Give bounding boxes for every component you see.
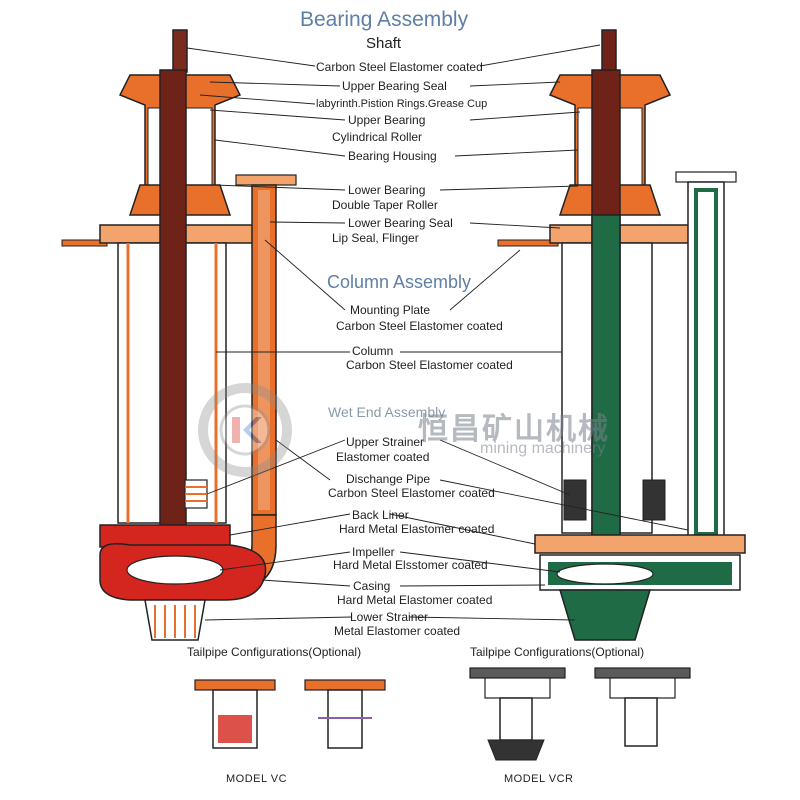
tailpipe-vc-2 <box>304 679 386 749</box>
watermark-english: mining machinery <box>480 440 606 457</box>
label-back-liner: Back Liner <box>352 508 409 522</box>
bearing-assembly-title: Bearing Assembly <box>300 8 469 31</box>
model-vc-label: MODEL VC <box>226 773 288 785</box>
tailpipe-vc-1 <box>194 679 276 749</box>
left-discharge-pipe <box>251 184 277 516</box>
label-shaft-material: Carbon Steel Elastomer coated <box>316 60 483 74</box>
label-lower-strainer: Lower Strainer <box>350 610 429 624</box>
left-shaft-top <box>172 29 188 73</box>
label-upper-strainer: Upper Strainer <box>346 435 425 449</box>
label-discharge-pipe-material: Carbon Steel Elastomer coated <box>328 486 495 500</box>
right-shaft-sleeve <box>591 214 621 551</box>
label-casing: Casing <box>353 579 391 593</box>
wet-end-assembly-title: Wet End Assembly <box>328 404 446 420</box>
label-lip-seal: Lip Seal, Flinger <box>332 231 419 245</box>
label-discharge-pipe: Dischange Pipe <box>346 472 431 486</box>
left-impeller <box>126 555 224 585</box>
tailpipe-left-title: Tailpipe Configurations(Optional) <box>187 645 362 659</box>
label-upper-seal-detail: labyrinth.Pistion Rings.Grease Cup <box>316 98 488 110</box>
label-column-material: Carbon Steel Elastomer coated <box>346 358 513 372</box>
label-column: Column <box>352 344 394 358</box>
right-upper-strainer-right <box>642 479 666 521</box>
label-upper-bearing-seal: Upper Bearing Seal <box>342 79 447 93</box>
left-shaft <box>159 69 187 541</box>
tailpipe-vcr-1 <box>469 667 566 761</box>
label-impeller-material: Hard Metal Elsstomer coated <box>333 558 488 572</box>
right-mounting-plate-arm <box>497 239 559 247</box>
label-casing-material: Hard Metal Elastomer coated <box>337 593 493 607</box>
label-impeller: Impeller <box>352 545 395 559</box>
label-double-taper-roller: Double Taper Roller <box>332 198 438 212</box>
watermark-logo <box>198 383 292 477</box>
right-pump <box>497 29 746 641</box>
left-pump <box>61 29 297 641</box>
right-upper-strainer-left <box>563 479 587 521</box>
label-lower-strainer-material: Metal Elastomer coated <box>334 624 461 638</box>
column-assembly-title: Column Assembly <box>327 272 472 292</box>
label-mounting-plate: Mounting Plate <box>350 303 431 317</box>
label-lower-bearing-seal: Lower Bearing Seal <box>348 216 453 230</box>
leader-lines <box>186 44 689 621</box>
label-back-liner-material: Hard Metal Elastomer coated <box>339 522 495 536</box>
label-bearing-housing: Bearing Housing <box>348 149 437 163</box>
label-lower-bearing: Lower Bearing <box>348 183 426 197</box>
tailpipe-vcr-2 <box>594 667 691 747</box>
right-impeller <box>556 563 654 585</box>
watermark-chinese: 恒昌矿山机械 <box>418 412 610 447</box>
tailpipe-right-title: Tailpipe Configurations(Optional) <box>470 645 645 659</box>
right-lower-strainer <box>558 589 652 641</box>
shaft-title: Shaft <box>366 35 402 52</box>
model-vcr-label: MODEL VCR <box>504 773 574 785</box>
label-upper-strainer-material: Elastomer coated <box>336 450 430 464</box>
label-mounting-plate-material: Carbon Steel Elastomer coated <box>336 319 503 333</box>
right-back-liner <box>534 534 746 554</box>
right-shaft-top <box>601 29 617 73</box>
label-upper-bearing: Upper Bearing <box>348 113 426 127</box>
label-cylindrical-roller: Cylindrical Roller <box>332 130 423 144</box>
